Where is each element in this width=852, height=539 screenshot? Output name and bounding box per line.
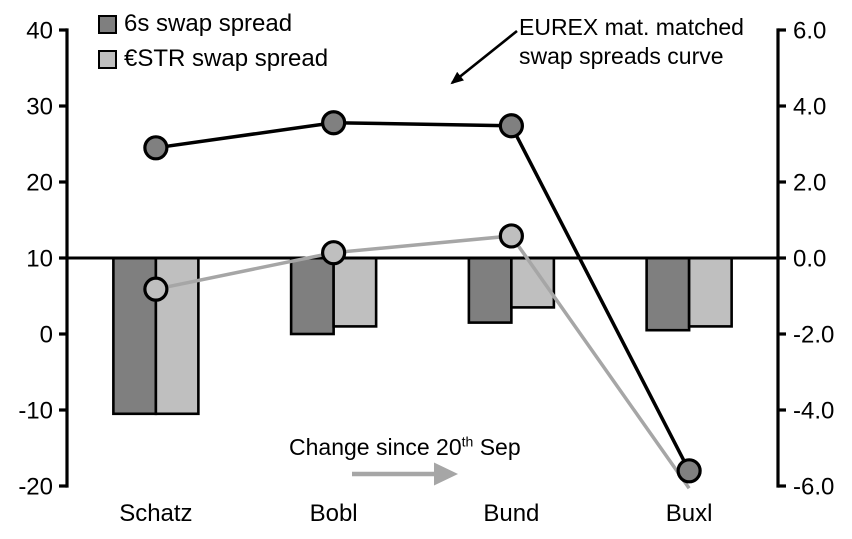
right-axis-tick-label: -4.0 bbox=[793, 398, 834, 425]
bar-6s-swap-spread-change-buxl bbox=[645, 256, 691, 332]
bar-str-swap-spread-change-bobl bbox=[332, 256, 378, 328]
line-str-swap-spread-level bbox=[155, 234, 691, 490]
left-axis-tick-label: 40 bbox=[26, 18, 53, 45]
left-axis-tick-label: 0 bbox=[40, 322, 53, 349]
right-axis-tick-label: 4.0 bbox=[793, 94, 826, 121]
annotation-change-superscript: th bbox=[461, 433, 474, 450]
bars-group bbox=[112, 256, 733, 416]
legend-swatch-light-icon bbox=[98, 49, 117, 69]
right-axis-tick-label: 2.0 bbox=[793, 170, 826, 197]
marker-6s-swap-spread-level-buxl bbox=[676, 458, 702, 484]
right-axis-tick-label: -2.0 bbox=[793, 322, 834, 349]
annotation-change-text-after: Sep bbox=[473, 434, 521, 460]
legend-swatch-dark-icon bbox=[98, 14, 117, 34]
left-axis-tick-label: -20 bbox=[18, 474, 53, 501]
marker-str-swap-spread-level-bund bbox=[498, 223, 524, 249]
annotation-change-text: Change since 20 bbox=[289, 434, 462, 460]
annotation-eurex-curve: EUREX mat. matched swap spreads curve bbox=[519, 14, 744, 69]
bar-6s-swap-spread-change-bobl bbox=[289, 256, 335, 336]
change-annotation-arrowhead-icon bbox=[434, 462, 458, 486]
right-axis-tick-label: 0.0 bbox=[793, 246, 826, 273]
line-series-6s-swap-spread-level bbox=[143, 110, 702, 484]
left-axis-tick-label: 10 bbox=[26, 246, 53, 273]
category-label-bund: Bund bbox=[483, 500, 539, 527]
legend-label-estr: €STR swap spread bbox=[124, 45, 329, 72]
axis-labels-group: 403020100-10-206.04.02.00.0-2.0-4.0-6.0S… bbox=[18, 18, 834, 528]
line-series-str-swap-spread-level bbox=[143, 223, 691, 490]
left-axis-tick-label: 20 bbox=[26, 170, 53, 197]
category-label-schatz: Schatz bbox=[119, 500, 192, 527]
category-label-bobl: Bobl bbox=[310, 500, 358, 527]
marker-str-swap-spread-level-schatz bbox=[143, 276, 169, 302]
left-axis-tick-label: -10 bbox=[18, 398, 53, 425]
eurex-annotation-arrow-icon bbox=[450, 29, 518, 85]
annotation-change-since: Change since 20th Sep bbox=[289, 434, 521, 461]
marker-6s-swap-spread-level-bobl bbox=[321, 110, 347, 136]
marker-6s-swap-spread-level-schatz bbox=[143, 135, 169, 161]
left-axis-tick-label: 30 bbox=[26, 94, 53, 121]
line-6s-swap-spread-level bbox=[155, 120, 691, 472]
legend-label-6s: 6s swap spread bbox=[124, 10, 293, 37]
chart-legend: 6s swap spread €STR swap spread bbox=[98, 10, 328, 73]
bar-6s-swap-spread-change-bund bbox=[467, 256, 513, 324]
right-axis-tick-label: 6.0 bbox=[793, 18, 826, 45]
bar-str-swap-spread-change-buxl bbox=[687, 256, 733, 328]
legend-item-6s-swap-spread: 6s swap spread bbox=[98, 10, 328, 38]
legend-item-estr-swap-spread: €STR swap spread bbox=[98, 45, 328, 73]
category-label-buxl: Buxl bbox=[666, 500, 713, 527]
right-axis-tick-label: -6.0 bbox=[793, 474, 834, 501]
marker-str-swap-spread-level-bobl bbox=[321, 240, 347, 266]
marker-6s-swap-spread-level-bund bbox=[498, 113, 524, 139]
